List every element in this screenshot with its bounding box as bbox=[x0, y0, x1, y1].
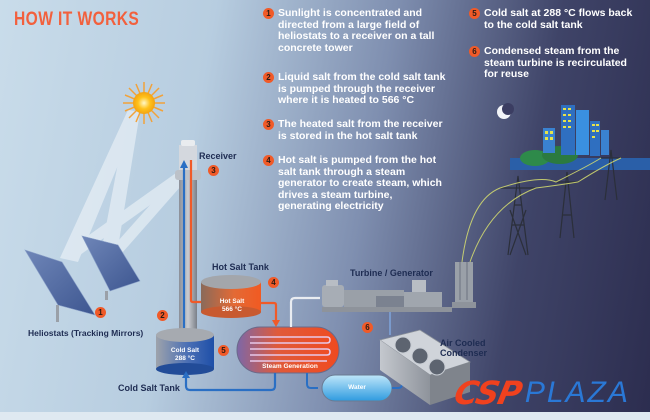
csp-plaza-logo: CSP PLAZA bbox=[451, 374, 630, 412]
step-text: The heated salt from the receiver is sto… bbox=[278, 118, 443, 142]
step-1: 1 Sunlight is concentrated and directed … bbox=[263, 7, 443, 54]
hot-salt-tank-label: Hot Salt Tank bbox=[212, 262, 269, 272]
step-text: Hot salt is pumped from the hot salt tan… bbox=[278, 154, 442, 212]
badge-heliostat: 1 bbox=[95, 307, 106, 318]
badge-hot-tank: 4 bbox=[268, 277, 279, 288]
cold-salt-tank-label: Cold Salt Tank bbox=[118, 383, 180, 393]
step-number-badge: 6 bbox=[469, 46, 480, 57]
step-text: Condensed steam from the steam turbine i… bbox=[484, 45, 627, 80]
receiver-tower bbox=[175, 140, 208, 338]
badge-cold-pipe: 2 bbox=[157, 310, 168, 321]
step-number-badge: 2 bbox=[263, 72, 274, 83]
turbine-generator bbox=[322, 262, 476, 335]
step-4: 4 Hot salt is pumped from the hot salt t… bbox=[263, 154, 448, 213]
logo-plaza: PLAZA bbox=[524, 376, 630, 409]
steam-generation-label: Steam Generation bbox=[262, 363, 318, 370]
step-text: Liquid salt from the cold salt tank is p… bbox=[278, 71, 446, 106]
moon-icon bbox=[497, 103, 514, 119]
step-6: 6 Condensed steam from the steam turbine… bbox=[469, 45, 634, 81]
transmission-towers bbox=[500, 149, 621, 256]
beam-1 bbox=[60, 110, 140, 262]
hot-salt-tank-readout: Hot Salt 566 °C bbox=[214, 298, 250, 314]
badge-turbine: 6 bbox=[362, 322, 373, 333]
step-number-badge: 1 bbox=[263, 8, 274, 19]
step-number-badge: 4 bbox=[263, 155, 274, 166]
logo-csp: CSP bbox=[450, 374, 525, 412]
step-number-badge: 5 bbox=[469, 8, 480, 19]
step-3: 3 The heated salt from the receiver is s… bbox=[263, 118, 448, 142]
heliostat-right bbox=[81, 235, 141, 300]
hot-salt-tank bbox=[201, 275, 280, 327]
steam-generator bbox=[236, 296, 340, 374]
cold-salt-temp: 288 °C bbox=[175, 355, 195, 362]
receiver-label: Receiver bbox=[199, 151, 237, 161]
cold-return-pipe bbox=[184, 373, 277, 392]
water-label: Water bbox=[348, 384, 366, 391]
badge-steam-gen: 5 bbox=[218, 345, 229, 356]
cold-salt-tank-readout: Cold Salt 288 °C bbox=[167, 347, 203, 363]
city-skyline bbox=[510, 105, 650, 170]
hot-salt-temp: 566 °C bbox=[222, 306, 242, 313]
beam-4 bbox=[110, 168, 188, 253]
turbine-generator-label: Turbine / Generator bbox=[350, 268, 433, 278]
air-cooled-condenser-label: Air Cooled Condenser bbox=[440, 338, 487, 358]
air-cooled-condenser bbox=[379, 329, 471, 405]
cold-salt-name: Cold Salt bbox=[170, 347, 200, 354]
badge-receiver: 3 bbox=[208, 165, 219, 176]
condenser-label-line2: Condenser bbox=[440, 348, 488, 358]
step-text: Sunlight is concentrated and directed fr… bbox=[278, 7, 435, 54]
page-title: HOW IT WORKS bbox=[14, 9, 140, 30]
step-2: 2 Liquid salt from the cold salt tank is… bbox=[263, 71, 446, 107]
power-lines bbox=[461, 157, 622, 263]
cold-salt-tank bbox=[156, 328, 214, 375]
heliostats-label: Heliostats (Tracking Mirrors) bbox=[28, 328, 144, 338]
heliostat-left bbox=[24, 249, 96, 322]
hot-salt-name: Hot Salt bbox=[219, 298, 245, 305]
beam-3 bbox=[68, 168, 188, 255]
sunlight-beams bbox=[60, 110, 188, 262]
condenser-label-line1: Air Cooled bbox=[440, 338, 486, 348]
step-5: 5 Cold salt at 288 °C flows back to the … bbox=[469, 7, 644, 31]
step-number-badge: 3 bbox=[263, 119, 274, 130]
sun-icon bbox=[123, 82, 165, 124]
step-text: Cold salt at 288 °C flows back to the co… bbox=[484, 7, 633, 31]
